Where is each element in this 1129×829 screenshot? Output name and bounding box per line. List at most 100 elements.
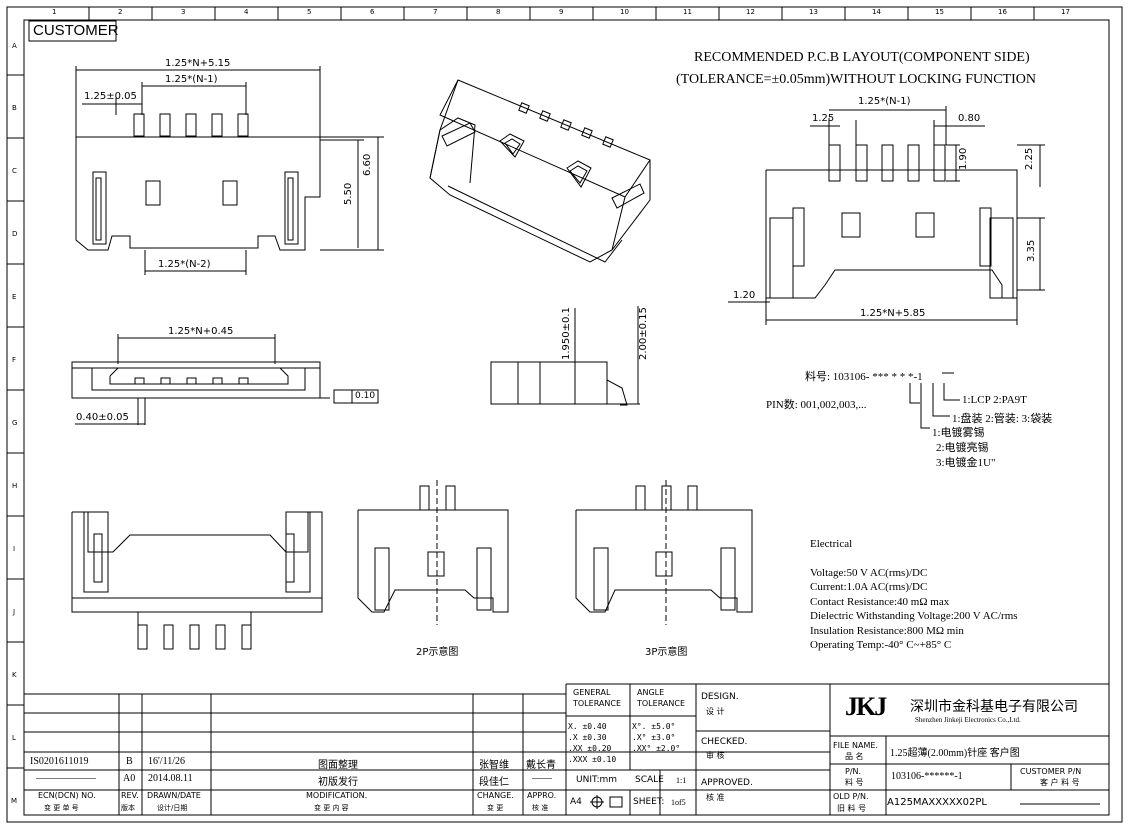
scale-value: 1:1 [676,776,687,785]
hdr-mod-en: MODIFICATION. [306,791,368,800]
dim-pcb-pitch-span: 1.25*(N-1) [858,96,911,107]
customer-box [28,20,117,42]
gen-tol-dxx: .XX ±0.20 [568,744,612,753]
rev-b-rev: B [126,756,133,767]
recommended-subtitle: (TOLERANCE=±0.05mm)WITHOUT LOCKING FUNCT… [676,72,1036,87]
outer-border [6,6,1123,823]
hdr-change-en: CHANGE. [477,791,514,800]
general-tol-l2: TOLERANCE [573,699,622,708]
pn-label-cn: 料 号 [845,778,864,787]
unit-label: UNIT:mm [576,775,618,785]
dim-pcb-pad-w: 0.80 [958,113,981,124]
two-pin-view [357,480,509,625]
checked-en: CHECKED. [701,737,748,747]
hdr-rev-cn: 版本 [121,804,135,812]
ang-tol-x: X°. ±5.0° [632,722,676,731]
three-pin-view [575,480,753,625]
recommended-title: RECOMMENDED P.C.B LAYOUT(COMPONENT SIDE) [694,50,1030,65]
partcode-line: 料号: 103106- *** * * *-1 [805,371,923,383]
col-14: 14 [872,8,881,16]
dim-pcb-offset: 1.20 [733,290,756,301]
company-logo: JKJ [845,692,887,721]
dim-pcb-pad-h: 1.90 [958,147,969,170]
partcode-pin-count: PIN数: 001,002,003,... [766,399,867,411]
top-view [71,334,379,425]
rev-b-date: 16'/11/26 [148,756,185,767]
dim-flatness: 0.10 [355,391,376,401]
design-en: DESIGN. [701,692,739,702]
hdr-ecn-cn: 变 更 单 号 [44,804,79,812]
row-f: F [12,356,17,364]
title-block-grid [24,683,1109,815]
col-10: 10 [620,8,629,16]
row-d: D [12,230,18,238]
col-5: 5 [307,8,312,16]
col-8: 8 [496,8,501,16]
col-15: 15 [935,8,944,16]
rev-a0-mod: 初版发行 [318,777,358,788]
rev-a0-ecn: —————— [36,773,96,784]
company-name-en: Shenzhen Jinkeji Electronics Co.,Ltd. [915,716,1021,724]
dim-pcb-total-w: 1.25*N+5.85 [860,308,926,319]
gen-tol-x: X. ±0.40 [568,722,607,731]
electrical-voltage: Voltage:50 V AC(rms)/DC [810,566,928,579]
ang-tol-dxx: .XX° ±2.0° [632,744,681,753]
electrical-spec: Electrical Voltage:50 V AC(rms)/DC Curre… [810,537,1018,653]
row-j: J [13,608,16,616]
partcode-plating2: 2:电镀亮锡 [936,442,989,454]
col-13: 13 [809,8,818,16]
row-b: B [12,104,17,112]
row-h: H [12,482,18,490]
bottom-view [71,511,323,650]
dim-front-pitch: 1.25±0.05 [84,91,137,102]
rev-a0-rev: A0 [123,773,136,784]
partcode-packaging: 1:盘装 2:管装: 3:袋装 [952,413,1053,425]
row-i: I [13,545,16,553]
checked-cn: 审 核 [706,751,725,760]
isometric-view [429,79,651,263]
dim-pcb-total-h: 2.25 [1024,147,1035,170]
dim-side-h1: 1.950±0.1 [561,307,572,360]
dim-front-h-inner: 5.50 [343,182,354,205]
electrical-current: Current:1.0A AC(rms)/DC [810,581,928,593]
hdr-change-cn: 变 更 [487,804,504,812]
sheet-size: A4 [570,797,582,807]
approved-en: APPROVED. [701,778,753,788]
electrical-contact-resistance: Contact Resistance:40 mΩ max [810,595,950,608]
electrical-title: Electrical [810,538,853,550]
gen-tol-dxxx: .XXX ±0.10 [568,755,617,764]
caption-3p: 3P示意图 [645,647,688,658]
file-name-label-cn: 品 名 [845,752,864,761]
angle-tol-l2: TOLERANCE [637,699,686,708]
old-pn-cn: 旧 料 号 [837,804,867,813]
part-number: 103106-******-1 [891,771,963,782]
partcode-plating1: 1:电镀雾锡 [932,427,985,439]
row-c: C [12,167,17,175]
scale-label: SCALE [635,775,664,785]
rev-a0-change: 段佳仁 [479,777,509,788]
col-6: 6 [370,8,375,16]
electrical-insulation: Insulation Resistance:800 MΩ min [810,624,964,637]
caption-2p: 2P示意图 [416,647,459,658]
col-12: 12 [746,8,755,16]
company-name-cn: 深圳市金科基电子有限公司 [910,699,1078,715]
rev-b-change: 张智维 [479,760,509,771]
hdr-appro-cn: 核 准 [532,804,549,812]
hdr-ecn-en: ECN(DCN) NO. [38,791,96,800]
dim-pin-width: 0.40±0.05 [76,412,129,423]
rev-b-mod: 图面整理 [318,760,358,771]
col-4: 4 [244,8,249,16]
sheet-value: 1of5 [671,798,686,807]
row-g: G [12,419,18,427]
dim-side-h2: 2.00±0.15 [638,307,649,360]
front-view [75,66,384,275]
rev-b-ecn: IS0201611019 [30,756,89,767]
row-l: L [12,734,16,742]
col-3: 3 [181,8,186,16]
electrical-dielectric: Dielectric Withstanding Voltage:200 V AC… [810,610,1018,622]
ruler-ticks [7,7,1035,769]
dim-pcb-side-h: 3.35 [1026,239,1037,262]
partcode-leaders [909,372,960,429]
old-part-number: A125MAXXXXX02PL [887,797,987,808]
dim-front-pitch-span: 1.25*(N-1) [165,74,218,85]
